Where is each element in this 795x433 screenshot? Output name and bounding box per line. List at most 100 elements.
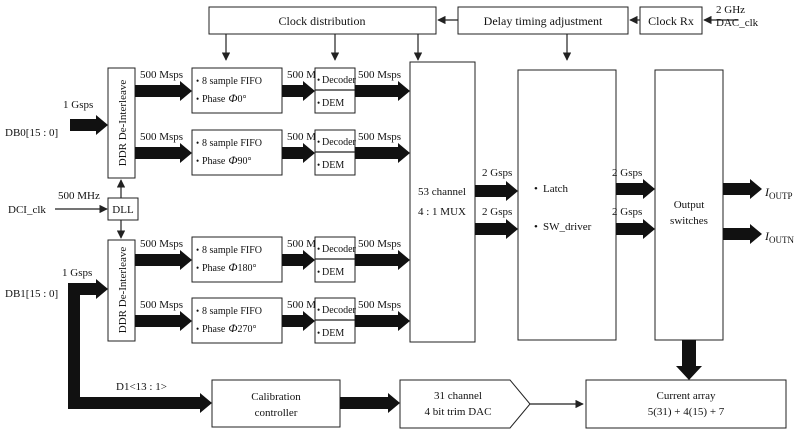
mux-out-rate-lower: 2 Gsps [482, 206, 512, 218]
decoder-out-rate-phase0: 500 Msps [358, 69, 401, 81]
ddr-out-rate-phase0: 500 Msps [140, 69, 183, 81]
ddr-to-fifo-arrow-phase90 [135, 143, 192, 163]
fifo-to-decoder-arrow-phase0 [282, 81, 315, 101]
dll-block: DLL [107, 197, 139, 221]
ddr-deinterleave-top-block: DDR De-Interleave [107, 67, 136, 179]
dem-bullet-phase180: • [317, 267, 320, 277]
phase-prefix-phase90: Phase [202, 156, 226, 167]
ddr-to-fifo-arrow-phase270 [135, 311, 192, 331]
db1-rate-label: 1 Gsps [62, 267, 92, 279]
d1-bus-label: D1<13 : 1> [116, 381, 167, 393]
fifo-bullet-1-phase0: • [196, 76, 199, 86]
db0-rate-label: 1 Gsps [63, 99, 93, 111]
fifo-bullet-2-phase90: • [196, 156, 199, 166]
decoder-dem-block-phase270: •Decoder•DEM [314, 297, 357, 344]
fifo-label-phase180: 8 sample FIFO [202, 245, 262, 256]
output-switches-label-line2: switches [670, 215, 708, 227]
dci-clock-label: DCI_clk [8, 204, 46, 216]
phase-prefix-phase0: Phase [202, 94, 226, 105]
calibration-controller-block: Calibration controller [211, 379, 341, 428]
phase-value-phase180: 180° [237, 263, 256, 274]
calibration-label-line1: Calibration [251, 391, 301, 403]
mux-block: 53 channel 4 : 1 MUX [409, 61, 476, 343]
decoder-bullet-phase90: • [317, 137, 320, 147]
ddr-deinterleave-bottom-label: DDR De-Interleave [117, 247, 129, 334]
clock-distribution-block: Clock distribution [208, 6, 437, 35]
decoder-out-rate-phase90: 500 Msps [358, 131, 401, 143]
output-switches-block: Output switches [654, 69, 724, 341]
ioutn-sub: OUTN [769, 235, 794, 245]
phase-symbol-phase180: Φ [228, 260, 237, 274]
dac-clock-input-label: DAC_clk [716, 17, 759, 29]
ioutp-main: I [764, 185, 770, 199]
dll-label: DLL [112, 204, 134, 216]
fifo-label-phase90: 8 sample FIFO [202, 138, 262, 149]
output-switches-label-line1: Output [674, 199, 705, 211]
ioutn-main: I [764, 229, 770, 243]
current-array-block: Current array 5(31) + 4(15) + 7 [585, 379, 787, 429]
phase-value-phase90: 90° [237, 156, 251, 167]
dem-label-phase180: DEM [322, 267, 344, 278]
dem-label-phase90: DEM [322, 160, 344, 171]
fifo-label-phase270: 8 sample FIFO [202, 306, 262, 317]
dci-frequency-label: 500 MHz [58, 190, 100, 202]
decoder-dem-block-phase180: •Decoder•DEM [314, 236, 357, 283]
ioutp-sub: OUTP [769, 191, 793, 201]
decoder-bullet-phase0: • [317, 75, 320, 85]
decoder-bullet-phase180: • [317, 244, 320, 254]
ddr-out-rate-phase270: 500 Msps [140, 299, 183, 311]
db0-bus-arrow [70, 115, 108, 135]
decoder-label-phase0: Decoder [322, 75, 357, 86]
fifo-bullet-1-phase90: • [196, 138, 199, 148]
decoder-label-phase270: Decoder [322, 305, 357, 316]
latch-bullet: • [534, 183, 538, 195]
ddr-out-rate-phase180: 500 Msps [140, 238, 183, 250]
decoder-out-rate-phase270: 500 Msps [358, 299, 401, 311]
fifo-label-phase0: 8 sample FIFO [202, 76, 262, 87]
current-array-label-line2: 5(31) + 4(15) + 7 [648, 406, 725, 418]
decoder-label-phase180: Decoder [322, 244, 357, 255]
trim-dac-label-line2: 4 bit trim DAC [425, 406, 492, 418]
sw-driver-label: SW_driver [543, 221, 592, 233]
latch-label: Latch [543, 183, 569, 195]
decoder-to-mux-arrow-phase90 [355, 143, 410, 163]
ddr-out-rate-phase90: 500 Msps [140, 131, 183, 143]
switches-to-current-array-arrow [676, 340, 702, 380]
trim-dac-label-line1: 31 channel [434, 390, 482, 402]
calibration-to-trimdac-arrow [340, 393, 400, 413]
dem-label-phase270: DEM [322, 328, 344, 339]
fifo-to-decoder-arrow-phase180 [282, 250, 315, 270]
decoder-out-rate-phase180: 500 Msps [358, 238, 401, 250]
mux-out-rate-upper: 2 Gsps [482, 167, 512, 179]
fifo-bullet-1-phase270: • [196, 306, 199, 316]
phase-value-phase270: 270° [237, 324, 256, 335]
fifo-to-decoder-arrow-phase270 [282, 311, 315, 331]
delay-timing-block: Delay timing adjustment [457, 6, 629, 35]
ioutn-arrow [723, 224, 762, 244]
ioutp-label: IOUTP [764, 185, 793, 201]
fifo-bullet-2-phase180: • [196, 263, 199, 273]
phase-prefix-phase180: Phase [202, 263, 226, 274]
phase-value-phase0: 0° [237, 94, 246, 105]
ioutp-arrow [723, 179, 762, 199]
ddr-to-fifo-arrow-phase0 [135, 81, 192, 101]
decoder-dem-block-phase0: •Decoder•DEM [314, 67, 357, 114]
db1-bus-arrow [68, 279, 212, 413]
decoder-bullet-phase270: • [317, 305, 320, 315]
dac-clock-frequency-label: 2 GHz [716, 4, 745, 16]
decoder-to-mux-arrow-phase180 [355, 250, 410, 270]
current-array-label-line1: Current array [657, 390, 716, 402]
dem-bullet-phase90: • [317, 160, 320, 170]
